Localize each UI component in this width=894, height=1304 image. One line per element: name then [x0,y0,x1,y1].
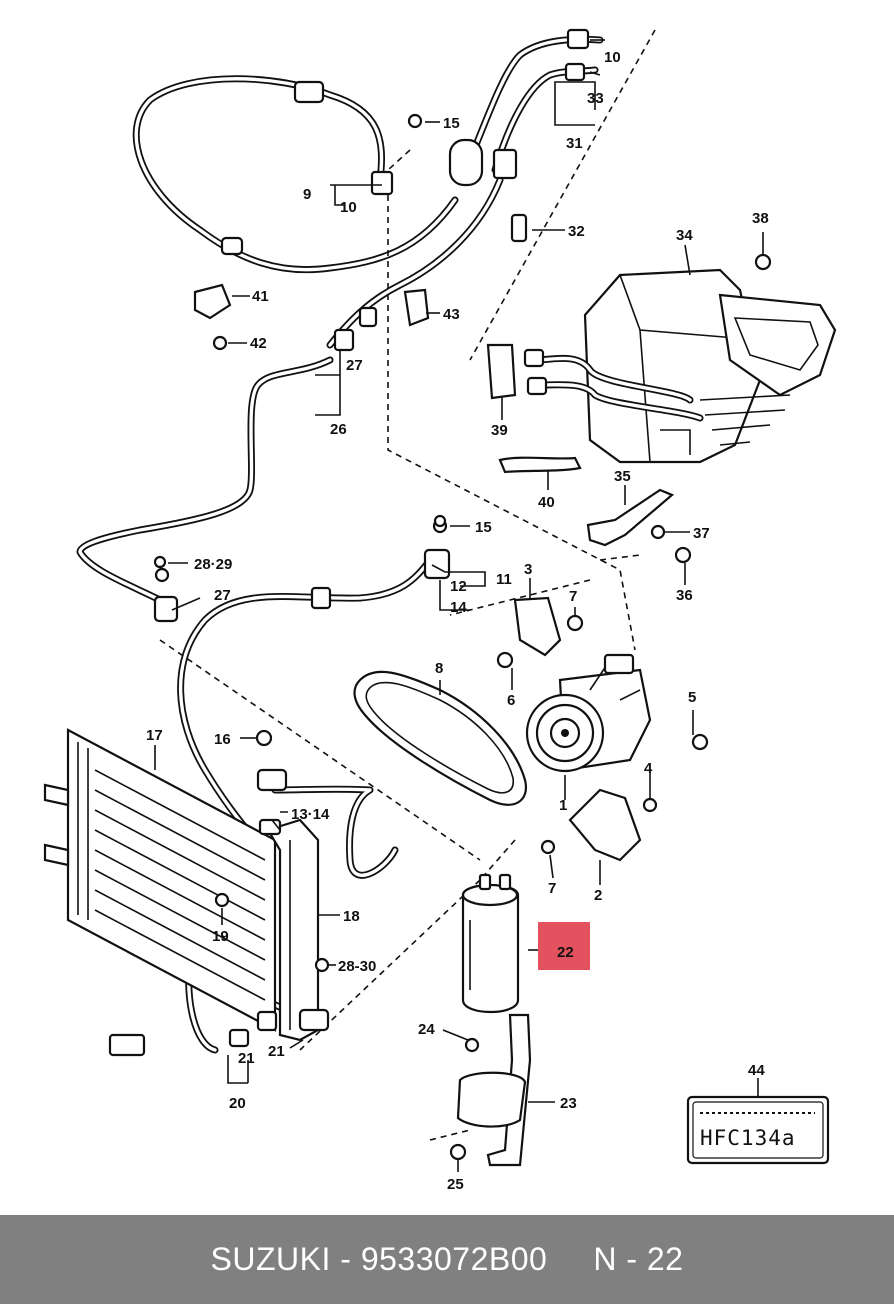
footer-bar: SUZUKI - 9533072B00 N - 22 [0,1215,894,1304]
callout-14-mid: 14 [450,599,467,616]
callout-25: 25 [447,1176,464,1193]
callout-40: 40 [538,494,555,511]
callout-36: 36 [676,587,693,604]
callout-15-mid: 15 [475,519,492,536]
callout-26: 26 [330,421,347,438]
callout-12: 12 [450,578,467,595]
callout-32: 32 [568,223,585,240]
callout-18: 18 [343,908,360,925]
compressor [525,653,652,773]
callout-10-top: 10 [604,49,621,66]
callouts: 10 33 31 15 9 10 32 34 38 41 42 43 27 26… [146,49,769,1193]
callout-35: 35 [614,468,631,485]
callout-16: 16 [214,731,231,748]
callout-20: 20 [229,1095,246,1112]
callout-22: 22 [557,944,574,961]
parts-diagram: HFC134a 22 10 33 31 15 9 10 32 34 38 41 … [43,28,837,1193]
callout-1: 1 [559,797,567,814]
callout-43: 43 [443,306,460,323]
callout-6: 6 [507,692,515,709]
callout-5: 5 [688,689,696,706]
callout-10-left: 10 [340,199,357,216]
callout-28-30: 28-30 [338,958,376,975]
label-plate-text: HFC134a [700,1126,796,1150]
callout-13-14: 13·14 [291,806,330,823]
callout-8: 8 [435,660,443,677]
callout-39: 39 [491,422,508,439]
callout-3: 3 [524,561,532,578]
leader-lines [154,39,764,1172]
callout-9: 9 [303,186,311,203]
evaporator-unit [583,268,837,464]
callout-34: 34 [676,227,693,244]
left-long-pipe [76,356,334,604]
callout-42: 42 [250,335,267,352]
callout-28-29: 28·29 [194,556,232,573]
guide-lines [159,29,656,1141]
callout-19: 19 [212,928,229,945]
middle-hose [177,556,434,859]
callout-27-upper: 27 [346,357,363,374]
top-pipes [326,35,604,349]
footer-part-number: SUZUKI - 9533072B00 [210,1241,548,1277]
callout-33: 33 [587,90,604,107]
upper-hose-loop [132,75,459,274]
footer-reference: N - 22 [593,1241,684,1277]
highlight-22: 22 [538,922,590,970]
small-fittings [108,28,772,1161]
callout-38: 38 [752,210,769,227]
callout-7-top: 7 [569,588,577,605]
hfc-label-plate: HFC134a [686,1095,830,1165]
evaporator-pipes [523,348,704,422]
callout-31: 31 [566,135,583,152]
drive-belt [353,670,528,806]
condenser [43,728,277,1032]
callout-41: 41 [252,288,269,305]
callout-37: 37 [693,525,710,542]
callout-17: 17 [146,727,163,744]
callout-15-top: 15 [443,115,460,132]
callout-21-left: 21 [238,1050,255,1067]
callout-2: 2 [594,887,602,904]
callout-44: 44 [748,1062,765,1079]
callout-7-bottom: 7 [548,880,556,897]
drier-bracket [456,1013,532,1167]
condenser-side-bracket [266,818,320,1042]
callout-27-lower: 27 [214,587,231,604]
callout-11: 11 [496,571,512,588]
callout-4: 4 [644,760,653,777]
callout-24: 24 [418,1021,435,1038]
callout-23: 23 [560,1095,577,1112]
callout-21-right: 21 [268,1043,285,1060]
receiver-drier [461,873,520,1014]
highlight-box [538,922,590,970]
